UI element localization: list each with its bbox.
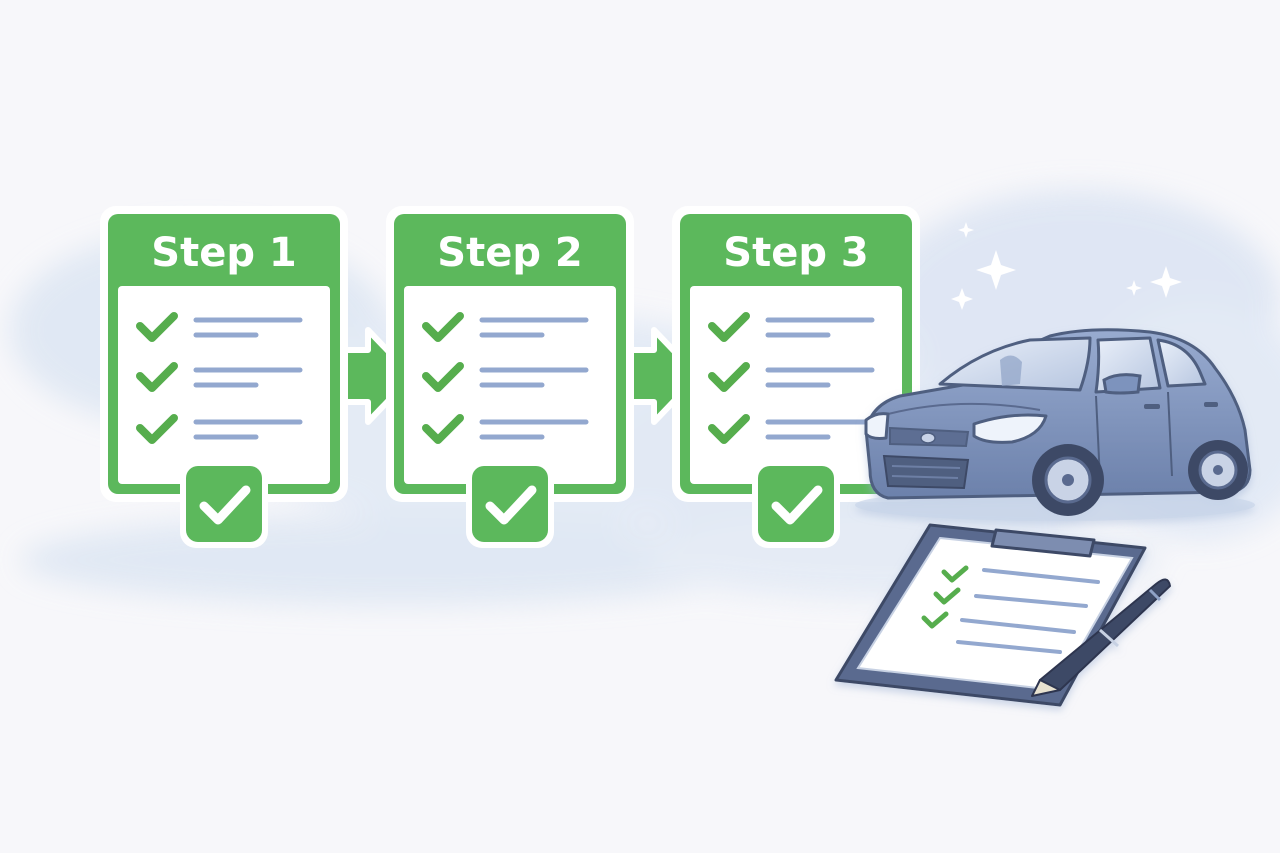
sparkle-icon bbox=[1126, 280, 1142, 296]
checkmark-icon bbox=[708, 362, 750, 392]
car-wheel-rear bbox=[1188, 440, 1248, 500]
checkmark-icon bbox=[422, 414, 464, 444]
step-card-1: Step 1 bbox=[100, 206, 348, 548]
completed-badge bbox=[186, 466, 262, 542]
pen-icon bbox=[1031, 578, 1171, 697]
checkmark-icon bbox=[136, 414, 178, 444]
completed-badge bbox=[472, 466, 548, 542]
checkmark-icon bbox=[199, 485, 251, 525]
sparkles bbox=[951, 222, 1182, 310]
sparkle-icon bbox=[976, 250, 1016, 290]
checkmark-icon bbox=[485, 485, 537, 525]
checkmark-icon bbox=[771, 485, 823, 525]
clipboard-illustration bbox=[834, 523, 1171, 707]
step-title: Step 2 bbox=[437, 230, 582, 276]
completed-badge bbox=[758, 466, 834, 542]
sparkle-icon bbox=[958, 222, 974, 238]
checkmark-icon bbox=[708, 312, 750, 342]
checkmark-icon bbox=[136, 312, 178, 342]
step-card-2: Step 2 bbox=[386, 206, 634, 548]
car-illustration bbox=[855, 328, 1255, 521]
step-title: Step 1 bbox=[151, 230, 296, 276]
checkmark-icon bbox=[422, 312, 464, 342]
step-card-3: Step 3 bbox=[672, 206, 920, 548]
car-icon bbox=[855, 328, 1255, 521]
step-title: Step 3 bbox=[723, 230, 868, 276]
checkmark-icon bbox=[136, 362, 178, 392]
sparkle-icon bbox=[1150, 266, 1182, 298]
checkmark-icon bbox=[422, 362, 464, 392]
sparkle-icon bbox=[951, 288, 973, 310]
checkmark-icon bbox=[708, 414, 750, 444]
car-wheel-front bbox=[1032, 444, 1104, 516]
